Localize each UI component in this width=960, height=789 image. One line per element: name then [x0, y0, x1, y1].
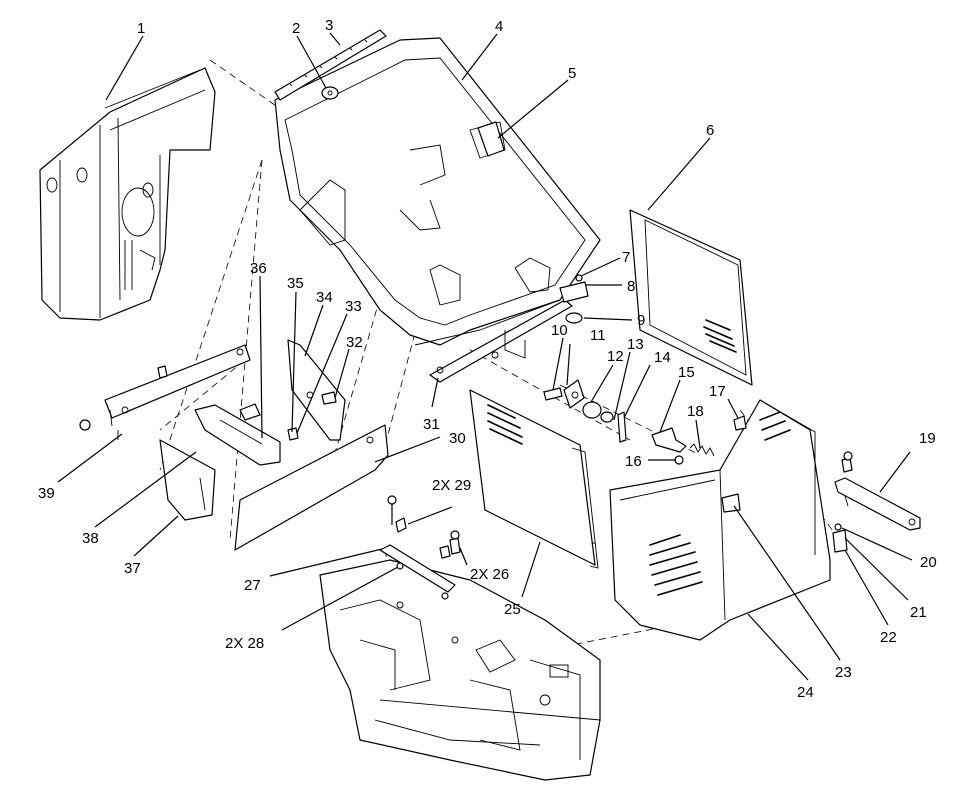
- callout-38: 38: [82, 530, 99, 547]
- callout-23: 23: [835, 664, 852, 681]
- side-screen-panel: [469, 389, 599, 569]
- callout-labels: 1 2 3 4 5 6 7 8 9 10 11 12 13 14 15 16 1…: [38, 17, 937, 701]
- front-left-brackets: [79, 339, 389, 551]
- upper-right-bracket: [832, 451, 921, 553]
- callout-8: 8: [627, 278, 635, 295]
- callout-35: 35: [287, 275, 304, 292]
- callout-10: 10: [551, 322, 568, 339]
- callout-5: 5: [568, 65, 576, 82]
- callout-30: 30: [449, 430, 466, 447]
- lower-frame: [319, 495, 601, 781]
- right-panel-vents: [649, 411, 791, 596]
- callout-3: 3: [325, 17, 333, 34]
- left-side-panel: [39, 67, 216, 321]
- callout-11: 11: [590, 327, 606, 344]
- callout-14: 14: [654, 349, 671, 366]
- callout-1: 1: [137, 20, 145, 37]
- callout-24: 24: [797, 684, 814, 701]
- callout-6: 6: [706, 122, 714, 139]
- callout-16: 16: [625, 453, 642, 470]
- leader-lines: [57, 32, 913, 681]
- callout-39: 39: [38, 485, 55, 502]
- latch-hardware: [543, 274, 747, 513]
- callout-17: 17: [709, 383, 726, 400]
- hood-lower-bracket: [429, 299, 573, 383]
- callout-29: 2X 29: [432, 477, 471, 494]
- callout-15: 15: [678, 364, 695, 381]
- callout-31: 31: [423, 416, 440, 433]
- callout-19: 19: [919, 430, 936, 447]
- callout-20: 20: [920, 554, 937, 571]
- callout-22: 22: [880, 629, 897, 646]
- rear-screen-panel: [629, 209, 753, 386]
- callout-13: 13: [627, 336, 644, 353]
- callout-37: 37: [124, 560, 141, 577]
- side-screen-vents: [487, 404, 523, 445]
- screen-vents: [703, 319, 737, 353]
- callout-18: 18: [687, 403, 704, 420]
- callout-9: 9: [637, 312, 645, 329]
- callout-25: 25: [504, 601, 521, 618]
- hood-shroud: [274, 29, 601, 346]
- callout-36: 36: [250, 260, 267, 277]
- callout-34: 34: [316, 289, 333, 306]
- callout-26: 2X 26: [470, 566, 509, 583]
- callout-27: 27: [244, 577, 261, 594]
- callout-32: 32: [346, 334, 363, 351]
- callout-7: 7: [622, 249, 630, 266]
- callout-4: 4: [495, 18, 503, 35]
- callout-21: 21: [910, 604, 927, 621]
- callout-28: 2X 28: [225, 635, 264, 652]
- right-side-panel: [609, 399, 831, 641]
- callout-33: 33: [345, 298, 362, 315]
- callout-2: 2: [292, 20, 300, 37]
- callout-12: 12: [607, 348, 624, 365]
